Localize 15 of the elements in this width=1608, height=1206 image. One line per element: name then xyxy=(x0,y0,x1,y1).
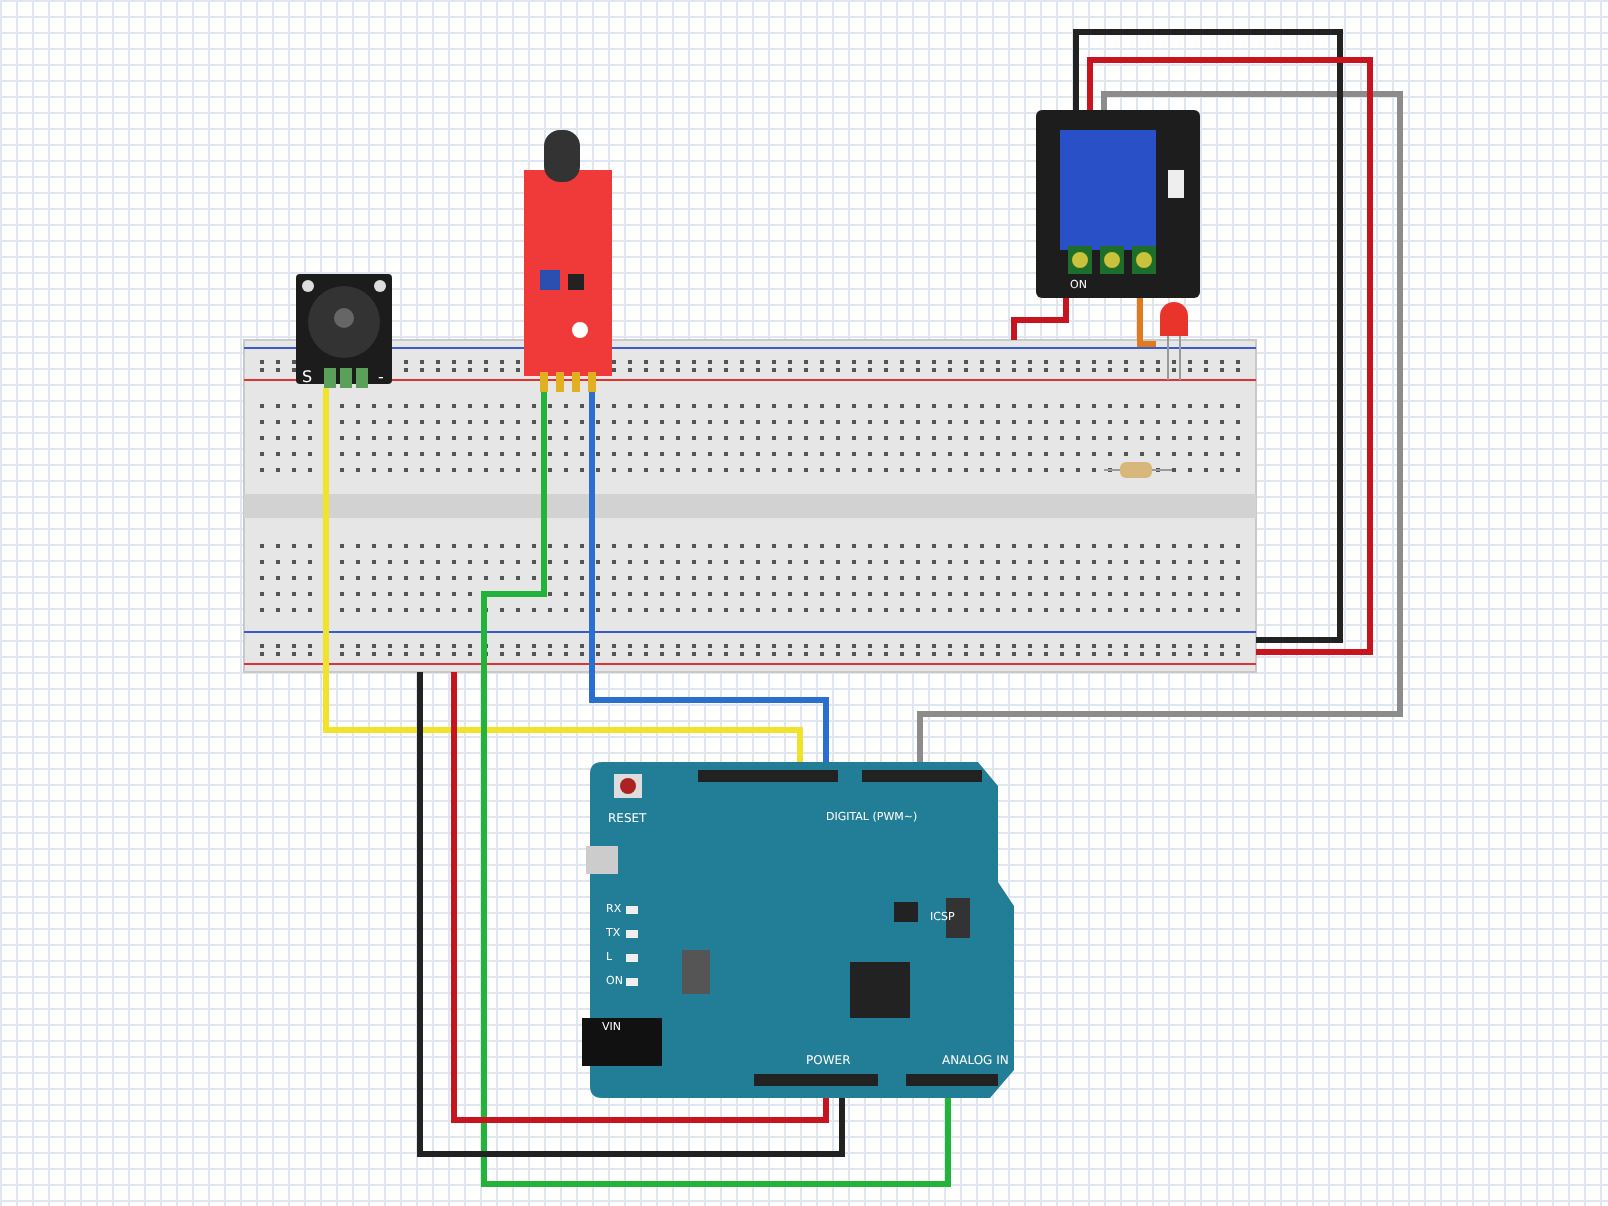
pin-label: S xyxy=(302,370,313,386)
wire xyxy=(917,91,1403,762)
wire xyxy=(1087,57,1373,655)
relay-module xyxy=(1036,110,1200,298)
flame-sensor-module xyxy=(524,130,612,392)
buzzer-module xyxy=(296,274,392,388)
wire xyxy=(323,388,803,762)
wire xyxy=(481,392,951,1187)
wire xyxy=(417,672,845,1157)
wire xyxy=(1137,298,1156,347)
wire xyxy=(589,392,829,762)
pin-label: - xyxy=(378,370,384,386)
wire xyxy=(451,672,829,1123)
wire xyxy=(1011,298,1069,340)
wire xyxy=(1073,29,1343,643)
